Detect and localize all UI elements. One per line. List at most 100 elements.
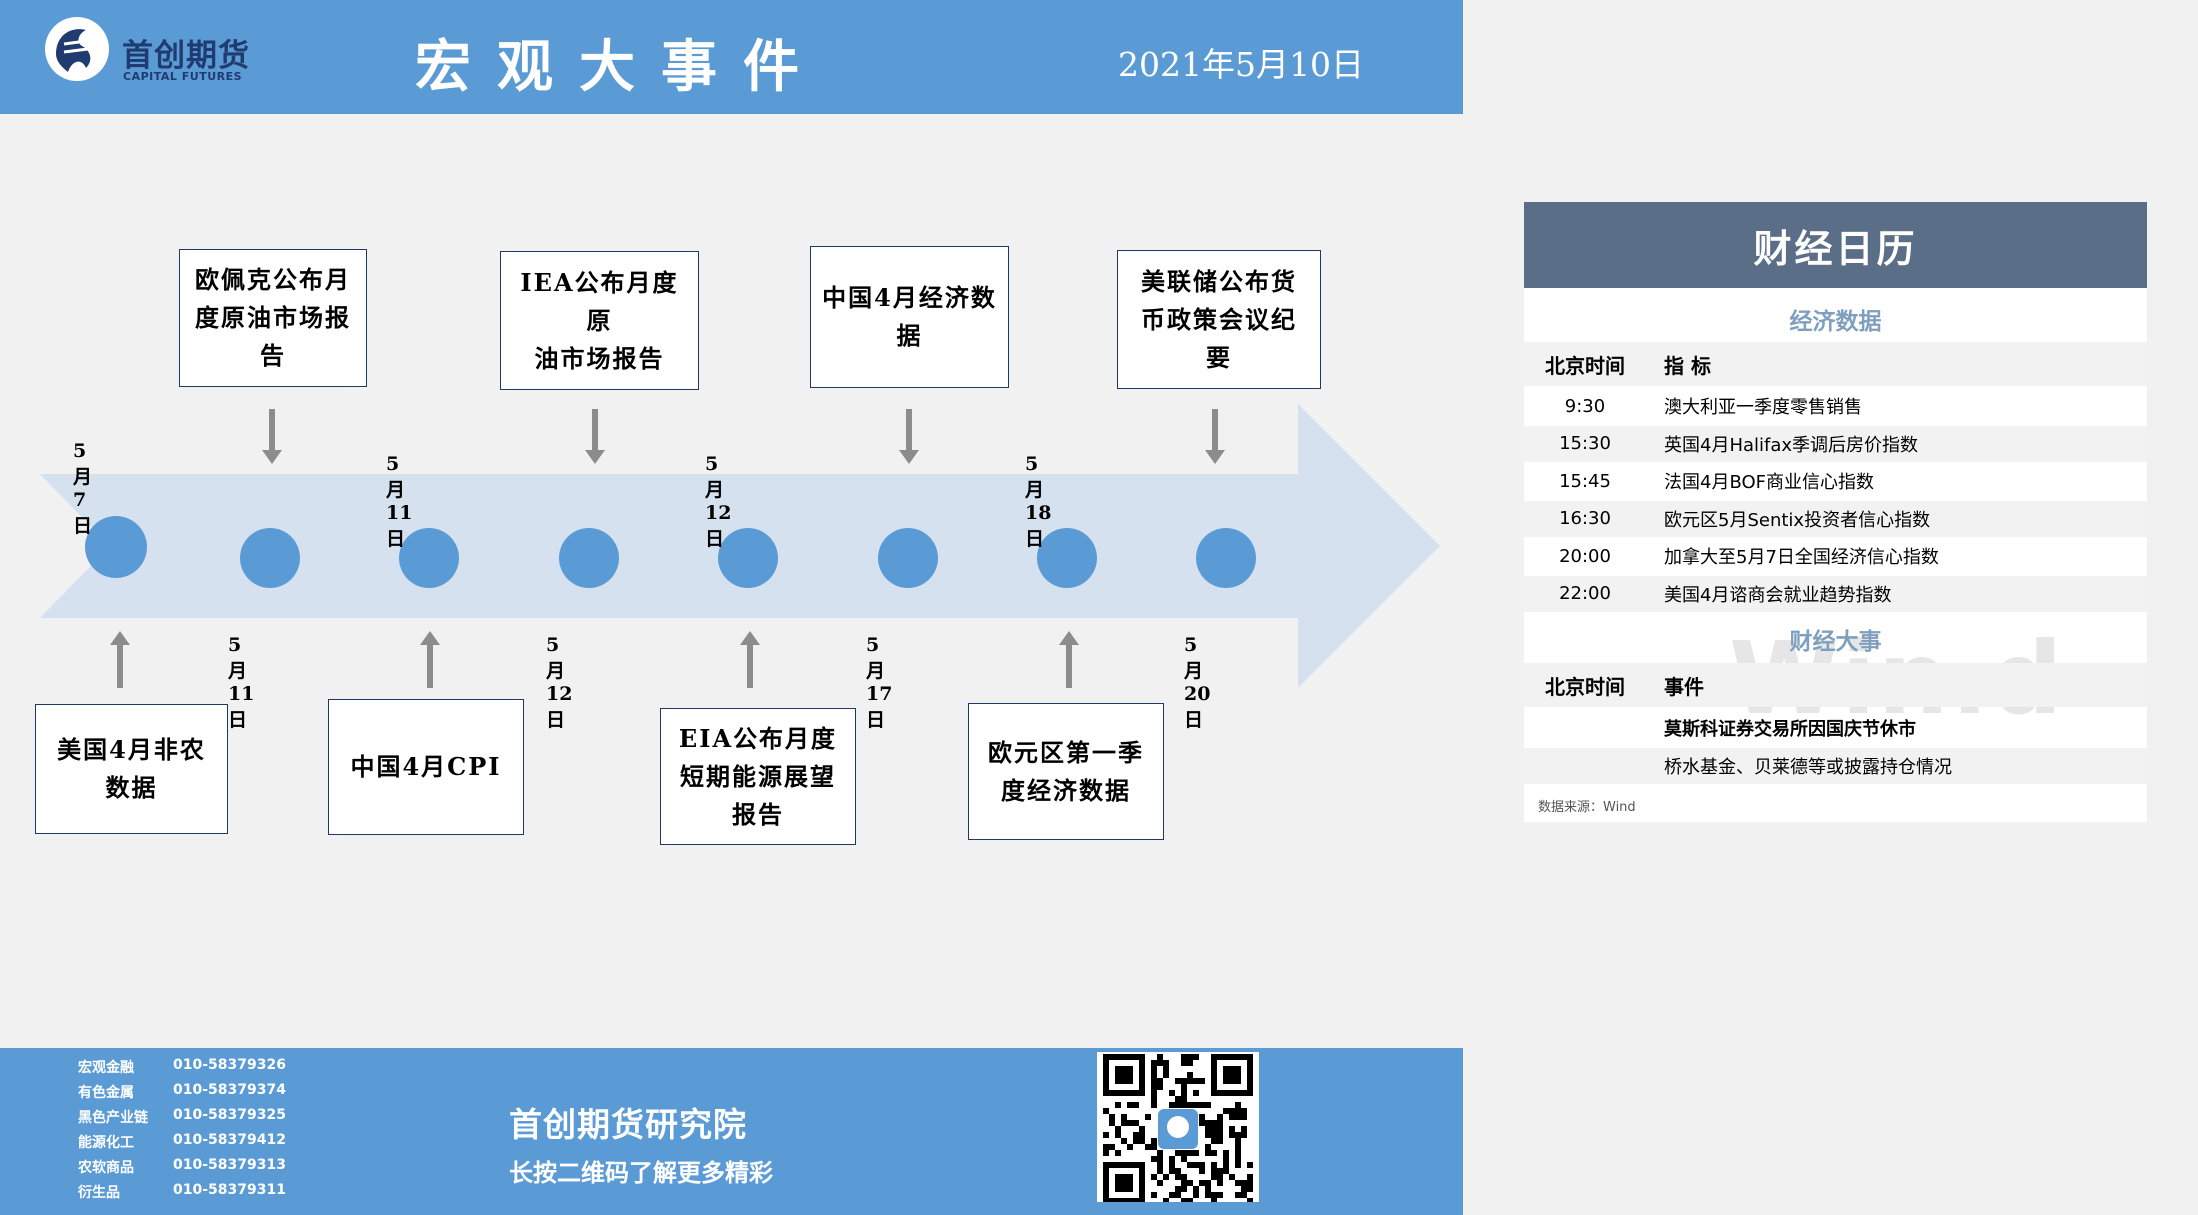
econ-data-row: 15:30 英国4月Halifax季调后房价指数 (1524, 425, 2147, 462)
bottom-event-box: EIA公布月度短期能源展望报告 (660, 708, 856, 845)
contact-dept: 黑色产业链 (78, 1110, 148, 1126)
top-event-box: 美联储公布货币政策会议纪要 (1117, 250, 1321, 389)
econ-data-row: 9:30 澳大利亚一季度零售销售 (1524, 388, 2147, 424)
timeline-dot (718, 528, 778, 588)
timeline-arrow-graphic (40, 404, 1440, 688)
top-event-date: 5月20日 (1184, 634, 1211, 731)
bottom-event-text-line: 中国4月CPI (350, 752, 502, 781)
top-event-text-line: 度原油市场报 (195, 303, 351, 332)
top-event-text-line: 告 (260, 341, 286, 370)
top-event-text-line: IEA公布月度原 (520, 267, 679, 335)
econ-time-header: 北京时间 (1545, 353, 1625, 378)
data-source: 数据来源：Wind (1538, 800, 1636, 815)
logo-name-en: CAPITAL FUTURES (123, 70, 243, 83)
calendar-title: 财经日历 (1524, 202, 2147, 288)
connector-arrow (262, 409, 282, 464)
bottom-event-box: 欧元区第一季度经济数据 (968, 703, 1164, 840)
timeline-dot (559, 528, 619, 588)
top-event-date: 5月11日 (228, 634, 255, 731)
contact-dept: 衍生品 (78, 1185, 120, 1201)
top-event-text-line: 据 (896, 321, 923, 350)
connector-arrow (1059, 631, 1079, 688)
econ-data-row: 15:45 法国4月BOF商业信心指数 (1524, 463, 2147, 499)
connector-arrow (585, 409, 605, 464)
events-header-row: 北京时间 事件 (1524, 663, 2147, 707)
event-row-text: 桥水基金、贝莱德等或披露持仓情况 (1664, 757, 1952, 778)
econ-row-indicator: 澳大利亚一季度零售销售 (1664, 397, 1862, 418)
events-item-header: 事件 (1664, 674, 1704, 699)
top-event-box: 中国4月经济数据 (810, 246, 1009, 388)
contact-phone: 010-58379313 (173, 1157, 286, 1173)
top-event-text-line: 币政策会议纪 (1141, 304, 1297, 334)
bottom-event-box: 美国4月非农数据 (35, 704, 228, 834)
connector-arrow (740, 631, 760, 688)
econ-row-time: 16:30 (1559, 508, 1611, 529)
timeline-dot (240, 528, 300, 588)
econ-header-row: 北京时间 指 标 (1524, 342, 2147, 386)
contact-phone: 010-58379325 (173, 1107, 286, 1123)
bottom-event-text-line: 短期能源展望 (679, 761, 836, 791)
connector-arrow (110, 631, 130, 688)
timeline-dot (399, 528, 459, 588)
econ-row-time: 15:30 (1559, 433, 1611, 454)
events-heading: 财经大事 (1789, 629, 1882, 655)
timeline-dot (85, 516, 147, 578)
connector-arrow (899, 409, 919, 464)
econ-item-header: 指 标 (1664, 353, 1711, 378)
logo-name-cn: 首创期货 (122, 38, 250, 74)
report-date: 2021年5月10日 (1118, 45, 1364, 84)
bottom-event-text-line: EIA公布月度 (678, 723, 838, 753)
econ-row-indicator: 美国4月谘商会就业趋势指数 (1664, 584, 1892, 606)
header-bar: 首创期货 CAPITAL FUTURES 宏观大事件 2021年5月10日 (0, 0, 1463, 114)
top-event-text-line: 欧佩克公布月 (195, 265, 351, 294)
contact-dept: 能源化工 (78, 1135, 134, 1151)
contact-row: 衍生品 010-58379311 (78, 1182, 286, 1202)
econ-row-indicator: 英国4月Halifax季调后房价指数 (1664, 434, 1919, 456)
event-row: 桥水基金、贝莱德等或披露持仓情况 (1524, 748, 2147, 784)
contact-row: 农软商品 010-58379313 (78, 1157, 286, 1177)
bottom-event-text-line: 度经济数据 (1001, 775, 1131, 805)
econ-row-indicator: 欧元区5月Sentix投资者信心指数 (1664, 509, 1931, 531)
econ-row-time: 15:45 (1559, 470, 1611, 492)
bottom-event-text-line: 数据 (105, 773, 158, 802)
timeline-dot (1196, 528, 1256, 588)
contact-dept: 有色金属 (78, 1085, 134, 1101)
event-row-time (1524, 710, 1646, 746)
top-event-box: 欧佩克公布月度原油市场报告 (179, 249, 367, 387)
top-event-date: 5月17日 (866, 634, 893, 731)
econ-row-indicator: 法国4月BOF商业信心指数 (1664, 472, 1875, 493)
events-time-header: 北京时间 (1545, 674, 1625, 699)
connector-arrow (1205, 409, 1225, 464)
timeline-dot (1037, 528, 1097, 588)
contact-row: 黑色产业链 010-58379325 (78, 1107, 286, 1127)
bottom-event-text-line: 欧元区第一季 (988, 737, 1144, 767)
bottom-event-date: 5月12日 (705, 453, 732, 550)
contact-phone: 010-58379311 (173, 1182, 286, 1198)
top-event-box: IEA公布月度原油市场报告 (500, 251, 699, 390)
bottom-event-box: 中国4月CPI (328, 699, 524, 835)
econ-row-indicator: 加拿大至5月7日全国经济信心指数 (1664, 547, 1939, 568)
qr-code-icon[interactable] (1097, 1052, 1259, 1202)
institute-name: 首创期货研究院 (509, 1105, 747, 1144)
contact-phone: 010-58379326 (173, 1057, 286, 1073)
event-row: 莫斯科证券交易所因国庆节休市 (1524, 710, 2147, 746)
bottom-event-text-line: 美国4月非农 (57, 735, 206, 764)
finance-calendar: 财经日历 经济数据 北京时间 指 标 9:30 澳大利亚一季度零售销售 15:30 英… (1524, 202, 2147, 822)
contact-dept: 宏观金融 (78, 1060, 134, 1076)
contact-phone: 010-58379412 (173, 1132, 286, 1148)
top-event-text-line: 美联储公布货 (1141, 266, 1297, 296)
event-row-time (1524, 748, 1646, 784)
econ-row-time: 20:00 (1559, 545, 1611, 567)
top-event-text-line: 中国4月经济数 (822, 283, 997, 312)
econ-row-time: 9:30 (1564, 395, 1606, 417)
page-title: 宏观大事件 (415, 34, 825, 100)
contact-row: 宏观金融 010-58379326 (78, 1057, 286, 1077)
econ-data-row: 16:30 欧元区5月Sentix投资者信心指数 (1524, 500, 2147, 537)
econ-data-row: 20:00 加拿大至5月7日全国经济信心指数 (1524, 538, 2147, 574)
contact-dept: 农软商品 (78, 1160, 134, 1176)
company-logo-icon (45, 17, 109, 81)
econ-data-heading: 经济数据 (1789, 309, 1882, 335)
bottom-event-date: 5月11日 (386, 453, 413, 550)
